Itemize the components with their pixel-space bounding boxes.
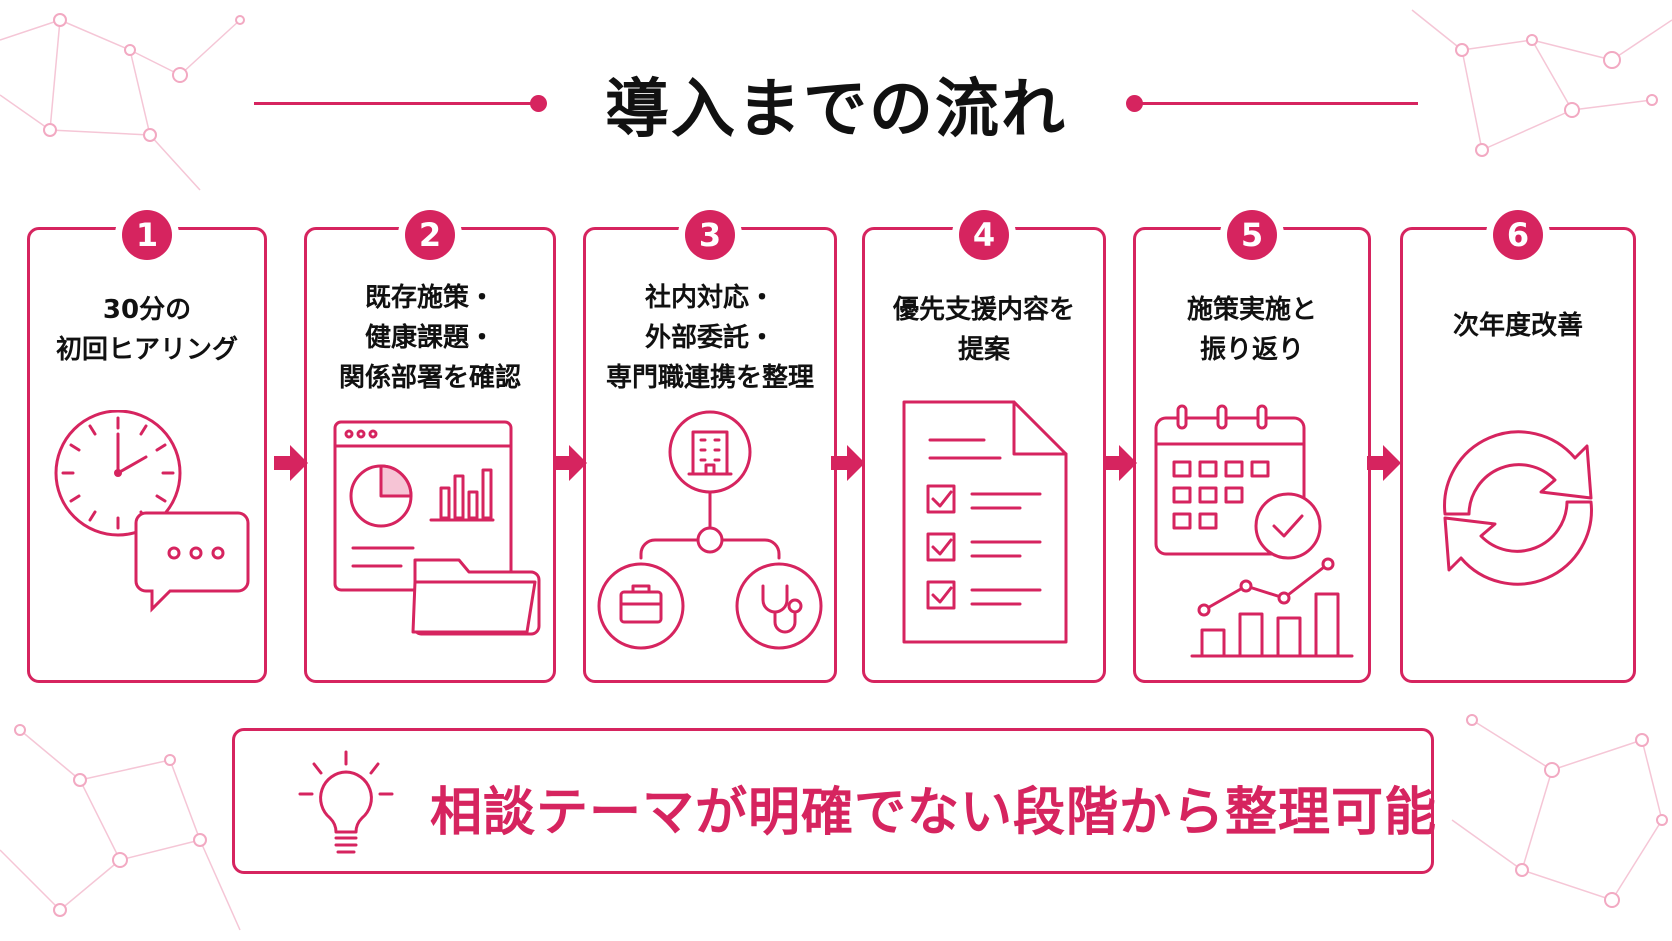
step-label-2: 既存施策・ 健康課題・ 関係部署を確認 <box>310 278 550 398</box>
arrow-right-icon <box>274 445 308 481</box>
title-line-right <box>1140 102 1418 105</box>
title-line-left <box>254 102 532 105</box>
step-number-2: 2 <box>405 210 455 260</box>
arrow-right-icon <box>1367 445 1401 481</box>
step-label-line: 専門職連携を整理 <box>605 363 814 393</box>
step-label-3: 社内対応・ 外部委託・ 専門職連携を整理 <box>590 278 830 398</box>
title-dot-left <box>530 95 547 112</box>
step-label-1: 30分の 初回ヒアリング <box>27 290 267 370</box>
callout-text: 相談テーマが明確でない段階から整理可能 <box>430 783 1438 843</box>
clock-chat-icon <box>54 410 250 613</box>
step-label-5: 施策実施と 振り返り <box>1132 290 1372 370</box>
step-label-line: 30分の <box>102 295 192 325</box>
step-label-line: 優先支援内容を <box>892 295 1075 325</box>
step-label-line: 次年度改善 <box>1452 311 1583 341</box>
cycle-arrows-icon <box>1443 430 1593 586</box>
network-decoration-bottom-right <box>1451 714 1668 908</box>
step-label-line: 振り返り <box>1199 335 1304 365</box>
title-dot-right <box>1126 95 1143 112</box>
step-label-line: 健康課題・ <box>364 323 495 353</box>
step-label-line: 関係部署を確認 <box>338 363 521 393</box>
checklist-document-icon <box>902 400 1068 644</box>
org-network-icon <box>597 410 823 650</box>
page-title: 導入までの流れ <box>605 73 1067 147</box>
step-label-line: 既存施策・ <box>364 283 495 313</box>
arrow-right-icon <box>831 445 865 481</box>
step-label-6: 次年度改善 <box>1398 306 1638 346</box>
step-label-line: 施策実施と <box>1186 295 1317 325</box>
dashboard-folder-icon <box>333 420 541 636</box>
step-label-line: 社内対応・ <box>644 283 775 313</box>
step-label-4: 優先支援内容を 提案 <box>864 290 1104 370</box>
step-number-6: 6 <box>1493 210 1543 260</box>
calendar-chart-icon <box>1154 404 1354 658</box>
arrow-right-icon <box>553 445 587 481</box>
step-label-line: 外部委託・ <box>644 323 775 353</box>
step-number-1: 1 <box>122 210 172 260</box>
step-number-3: 3 <box>685 210 735 260</box>
step-number-5: 5 <box>1227 210 1277 260</box>
arrow-right-icon <box>1103 445 1137 481</box>
step-number-4: 4 <box>959 210 1009 260</box>
callout-box <box>232 728 1434 874</box>
step-label-line: 初回ヒアリング <box>55 335 238 365</box>
lightbulb-icon <box>298 750 394 854</box>
step-label-line: 提案 <box>957 335 1010 365</box>
network-decoration-bottom-left <box>0 724 241 931</box>
